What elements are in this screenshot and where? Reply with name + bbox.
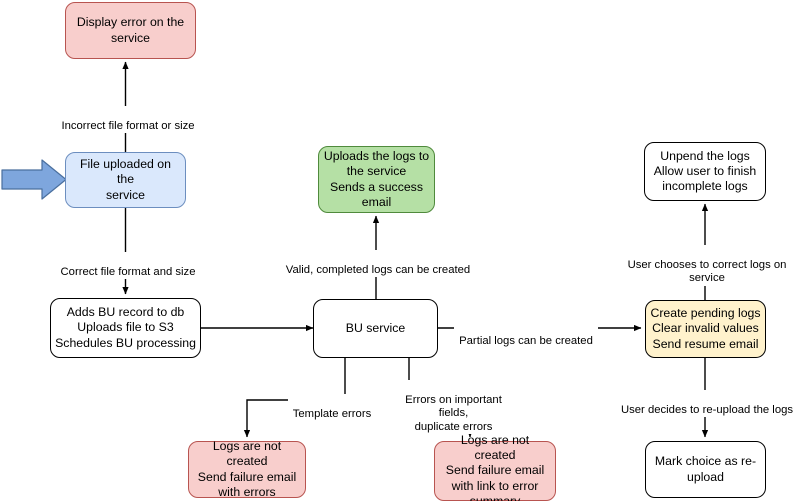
node-display-error[interactable]: Display error on the service <box>65 2 196 59</box>
edge-label-partial-logs-text: Partial logs can be created <box>459 334 593 347</box>
node-unpend-logs[interactable]: Unpend the logs Allow user to finish inc… <box>644 142 766 201</box>
node-logs-not-created-template[interactable]: Logs are not created Send failure email … <box>188 439 306 499</box>
node-mark-choice-reupload-label: Mark choice as re- upload <box>654 454 757 484</box>
edge-label-user-reupload: User decides to re-upload the logs <box>611 390 801 417</box>
edge-label-correct-format-text: Correct file format and size <box>60 265 196 278</box>
node-bu-service[interactable]: BU service <box>313 299 438 358</box>
edge-label-valid-completed: Valid, completed logs can be created <box>280 250 476 277</box>
node-uploads-logs[interactable]: Uploads the logs to the service Sends a … <box>318 146 435 213</box>
node-uploads-logs-label: Uploads the logs to the service Sends a … <box>323 149 430 209</box>
node-logs-not-created-errors[interactable]: Logs are not created Send failure email … <box>434 433 556 501</box>
edge-label-incorrect-format: Incorrect file format or size <box>55 106 201 133</box>
edge-label-errors-important: Errors on important fields, duplicate er… <box>392 380 515 434</box>
entry-arrow-icon <box>1 159 67 200</box>
node-unpend-logs-label: Unpend the logs Allow user to finish inc… <box>653 148 757 194</box>
node-file-uploaded[interactable]: File uploaded on the service <box>65 152 186 208</box>
edge-label-valid-completed-text: Valid, completed logs can be created <box>285 263 471 276</box>
node-bu-service-label: BU service <box>345 320 406 335</box>
edge-label-errors-important-text: Errors on important fields, duplicate er… <box>405 393 502 433</box>
edge-label-incorrect-format-text: Incorrect file format or size <box>61 119 195 132</box>
node-create-pending-logs[interactable]: Create pending logs Clear invalid values… <box>645 300 766 358</box>
edge-label-user-corrects: User chooses to correct logs on service <box>607 245 801 286</box>
node-adds-bu-record[interactable]: Adds BU record to db Uploads file to S3 … <box>50 298 201 358</box>
node-mark-choice-reupload[interactable]: Mark choice as re- upload <box>645 441 766 498</box>
edge-label-template-errors: Template errors <box>288 394 376 421</box>
node-create-pending-logs-label: Create pending logs Clear invalid values… <box>650 306 761 351</box>
node-logs-not-created-template-label: Logs are not created Send failure email … <box>197 439 297 499</box>
edge-label-partial-logs: Partial logs can be created <box>454 321 598 348</box>
edge-label-user-reupload-text: User decides to re-upload the logs <box>620 403 794 416</box>
node-display-error-label: Display error on the service <box>76 15 185 45</box>
node-logs-not-created-errors-label: Logs are not created Send failure email … <box>445 433 545 501</box>
edge-label-user-corrects-text: User chooses to correct logs on service <box>627 258 787 285</box>
edge-label-template-errors-text: Template errors <box>292 407 372 420</box>
edge-label-correct-format: Correct file format and size <box>55 252 201 279</box>
node-adds-bu-record-label: Adds BU record to db Uploads file to S3 … <box>55 305 196 350</box>
node-file-uploaded-label: File uploaded on the service <box>80 157 171 202</box>
